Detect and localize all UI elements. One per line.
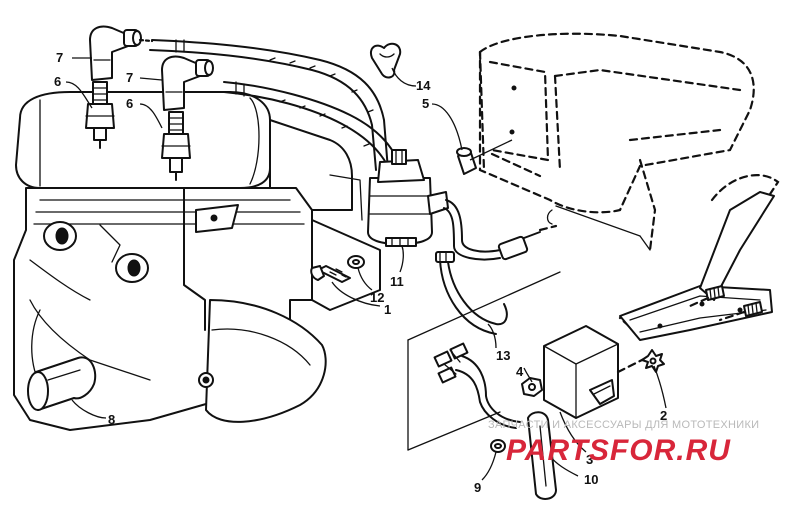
star-washer	[641, 349, 665, 373]
wire-clip	[370, 42, 402, 79]
assembly-guide-lines	[407, 205, 651, 451]
callout-8: 8	[108, 412, 115, 427]
callout-9: 9	[474, 480, 481, 495]
coil-connector	[497, 224, 558, 261]
callout-6-left: 6	[54, 74, 61, 89]
mounting-strap	[527, 411, 557, 500]
callout-1: 1	[384, 302, 391, 317]
callout-13: 13	[496, 348, 510, 363]
spark-plug-right	[161, 111, 191, 181]
mounting-bracket	[618, 174, 780, 341]
coil-washer	[347, 255, 365, 269]
watermark-brand: PARTSFOR.RU	[506, 434, 731, 467]
coil-mounting-bolt	[310, 265, 351, 283]
rubber-spacer	[456, 139, 513, 175]
watermark: ЗАПЧАСТИ И АКСЕССУАРЫ ДЛЯ МОТОТЕХНИКИ PA…	[488, 419, 759, 467]
callout-3: 3	[586, 452, 593, 467]
electrical-box-cover	[478, 32, 755, 252]
callout-14: 14	[416, 78, 431, 93]
wiring-harness	[433, 251, 521, 429]
rubber-grommet	[27, 356, 97, 411]
ignition-coil	[367, 149, 501, 261]
cdi-module	[543, 325, 652, 419]
spark-plug-cap-right	[161, 55, 214, 111]
callout-7-left: 7	[56, 50, 63, 65]
callout-4: 4	[516, 364, 524, 379]
callout-labels: 7 6 7 6 14 5 11 12 1 13 4 2 3 9 10 8	[54, 50, 667, 495]
screw-small	[490, 439, 506, 453]
high-tension-leads	[138, 38, 403, 177]
callout-7-right: 7	[126, 70, 133, 85]
watermark-tagline: ЗАПЧАСТИ И АКСЕССУАРЫ ДЛЯ МОТОТЕХНИКИ	[488, 419, 759, 431]
callout-leaders	[65, 57, 667, 481]
spark-plug-left	[85, 81, 115, 149]
spark-plug-cap-left	[89, 25, 142, 81]
callout-2: 2	[660, 408, 667, 423]
callout-6-right: 6	[126, 96, 133, 111]
callout-10: 10	[584, 472, 598, 487]
callout-12: 12	[370, 290, 384, 305]
callout-5: 5	[422, 96, 429, 111]
callout-11: 11	[390, 274, 404, 289]
